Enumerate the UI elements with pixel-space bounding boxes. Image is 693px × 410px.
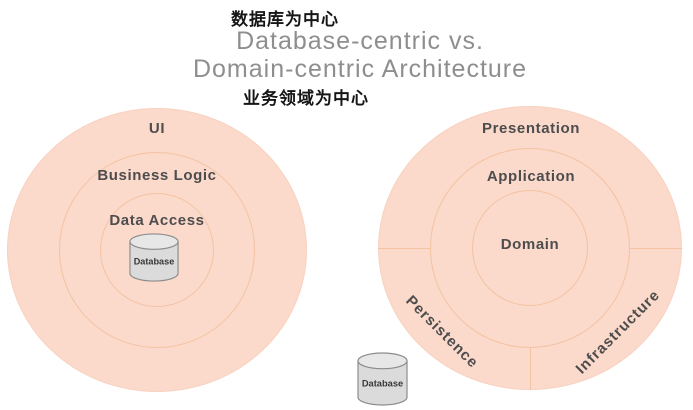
- chinese-label-domain-centric: 业务领域为中心: [243, 89, 369, 108]
- right-label-application: Application: [486, 168, 576, 185]
- right-sector-divider-bottom: [530, 347, 531, 390]
- left-label-business-logic: Business Logic: [97, 167, 217, 184]
- left-middle-ring-business-logic: [59, 152, 255, 348]
- right-inner-ring-domain: [472, 190, 588, 306]
- right-label-presentation: Presentation: [481, 120, 581, 137]
- right-database-cylinder-icon: Database: [357, 352, 408, 407]
- left-database-cylinder-icon: Database: [128, 233, 180, 283]
- left-label-ui: UI: [148, 120, 166, 137]
- page-title: Database-centric vs. Domain-centric Arch…: [27, 27, 693, 83]
- right-label-domain: Domain: [500, 236, 560, 253]
- chinese-label-database-centric: 数据库为中心: [231, 10, 339, 29]
- left-inner-ring-data-access: [100, 193, 214, 307]
- title-line-2: Domain-centric Architecture: [192, 55, 528, 83]
- right-database-label: Database: [362, 378, 403, 388]
- left-label-data-access: Data Access: [109, 212, 205, 229]
- title-line-1: Database-centric vs.: [236, 27, 484, 55]
- right-sector-divider-left: [378, 248, 431, 249]
- right-sector-divider-right: [629, 248, 682, 249]
- left-database-label: Database: [134, 257, 175, 267]
